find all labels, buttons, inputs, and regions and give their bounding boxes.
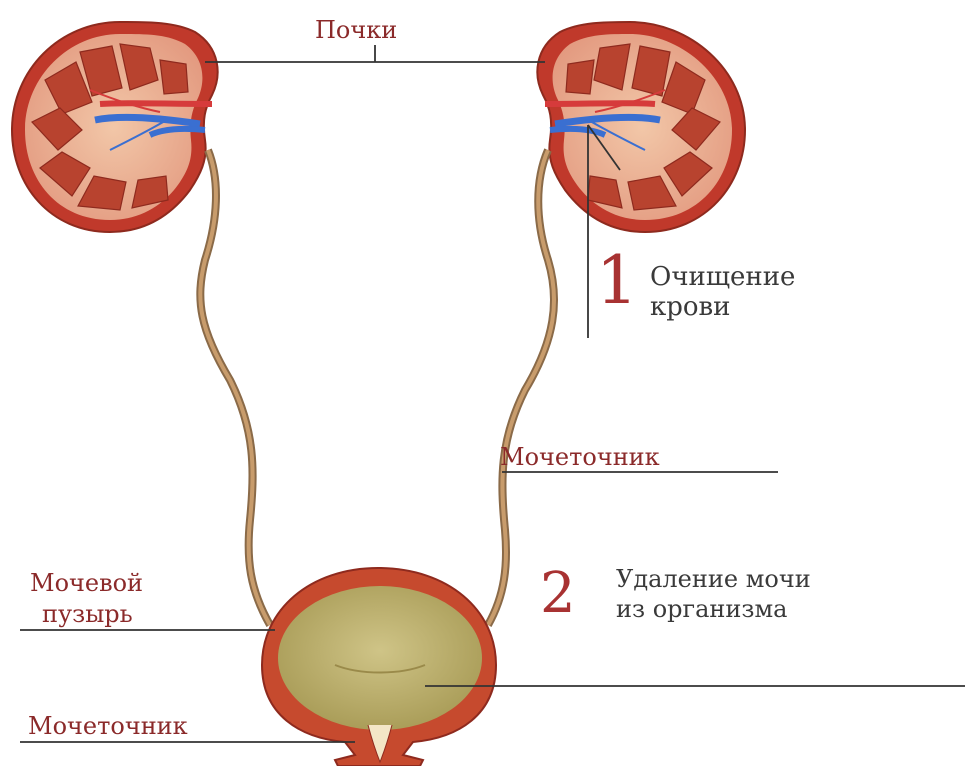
bladder-label-line2: пузырь <box>42 600 133 628</box>
step1-number: 1 <box>596 248 638 314</box>
right-ureter <box>488 150 554 625</box>
urethra-label: Мочеточник <box>28 712 188 740</box>
right-kidney <box>537 22 745 232</box>
bladder-label-line1: Мочевой <box>30 569 143 597</box>
step1-text-line1: Очищение <box>650 262 795 292</box>
step2-number: 2 <box>540 566 576 622</box>
step2-text-line2: из организма <box>616 595 787 623</box>
kidneys-label: Почки <box>315 16 397 44</box>
ureter-label: Мочеточник <box>500 443 660 471</box>
bladder <box>262 568 496 766</box>
left-kidney <box>12 22 218 232</box>
step2-text-line1: Удаление мочи <box>616 565 811 593</box>
step1-text-line2: крови <box>650 292 731 322</box>
